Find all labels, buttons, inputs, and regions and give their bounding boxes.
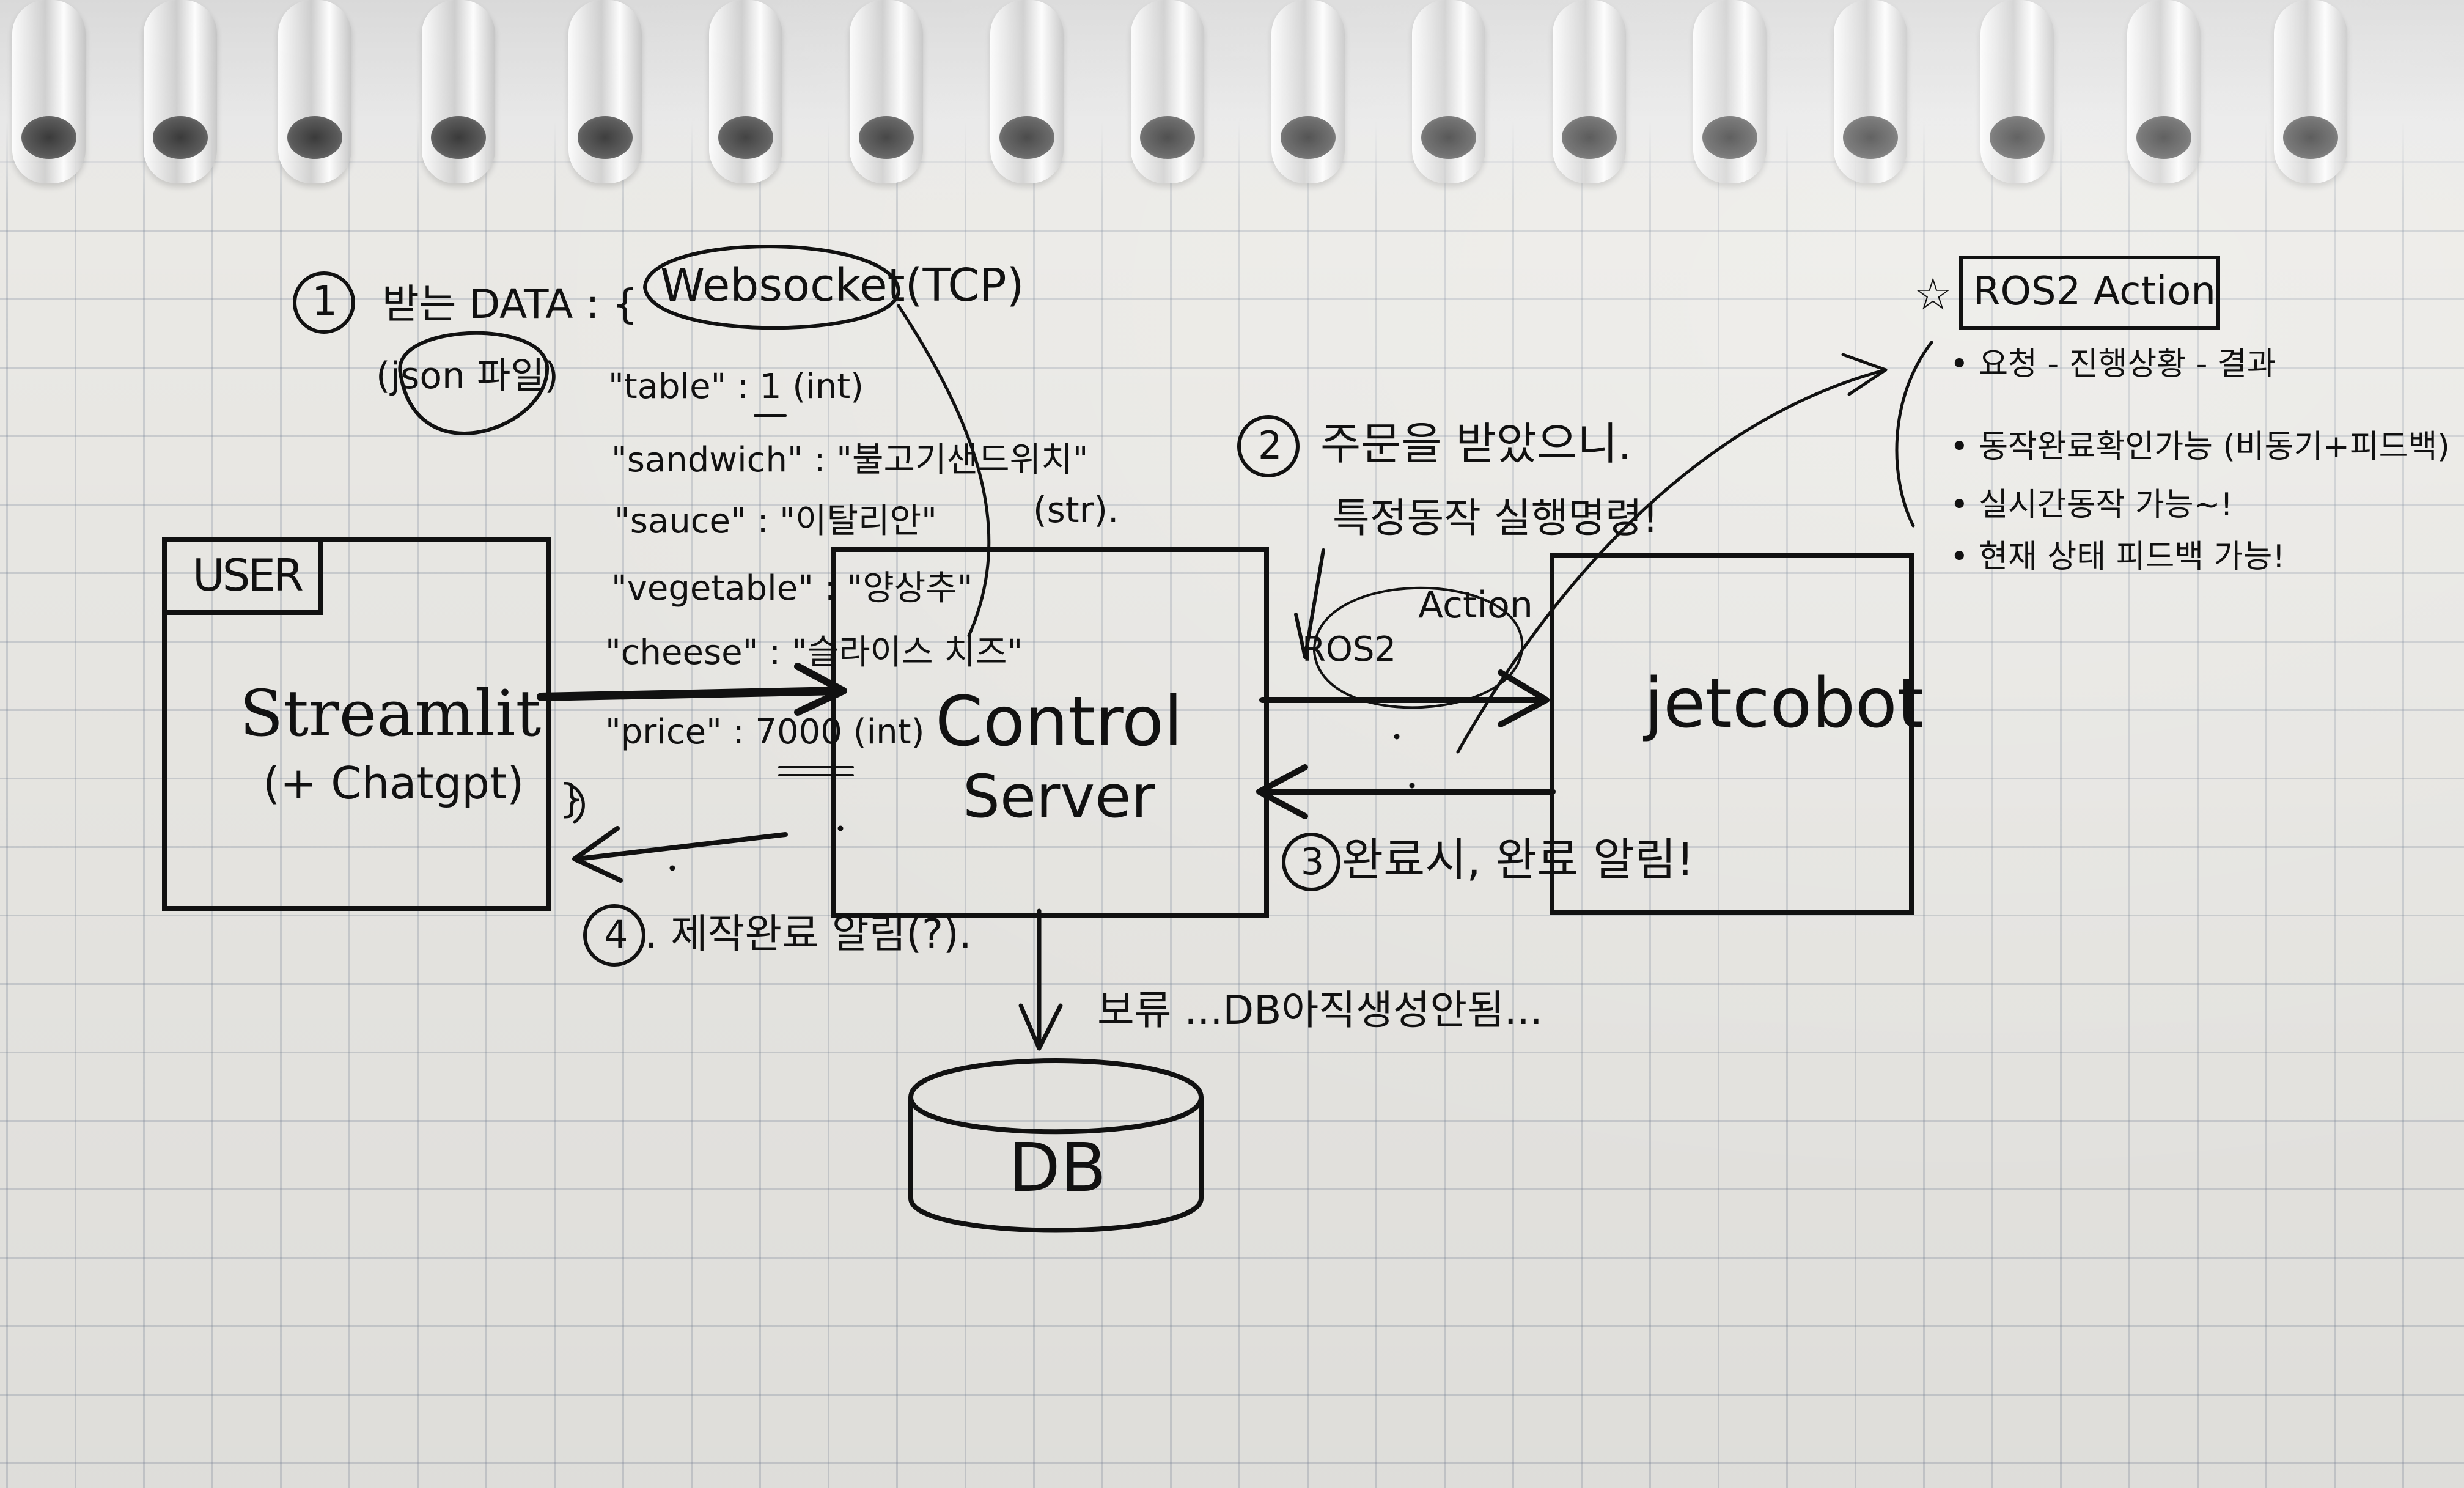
json-sep: : (769, 633, 781, 672)
control-label: Control (935, 682, 1183, 762)
dot (1394, 734, 1400, 740)
arrow-to-ros-panel-head (1841, 353, 1888, 396)
step1-number: 1 (312, 278, 337, 325)
control-server-box (831, 547, 1269, 918)
price-underline (778, 766, 854, 776)
json-key: "cheese" (605, 633, 759, 672)
json-value: 7000 (755, 712, 842, 752)
str-type-label: (str). (1033, 489, 1119, 531)
step2-label: 주문을 받았으니. (1320, 418, 1632, 470)
user-tag-box (162, 537, 323, 615)
ros-bullet: • 실시간동작 가능~! (1950, 489, 2233, 521)
json-sep: : (824, 569, 836, 608)
json-key: "sauce" (614, 501, 746, 541)
json-value: "이탈리안" (779, 501, 937, 541)
json-sep: : (814, 440, 826, 480)
step4-number: 4 (604, 912, 628, 957)
streamlit-label: Streamlit (240, 676, 542, 751)
arrow-server-to-db-head (1018, 1003, 1063, 1051)
step2-circle (1237, 415, 1300, 477)
json-field-sauce: "sauce" : "이탈리안" (614, 504, 937, 539)
db-top-ellipse (908, 1058, 1204, 1135)
websocket-circle (643, 245, 900, 330)
db-pending-note: 보류 ...DB아직생성안됨... (1097, 987, 1543, 1034)
step3-number: 3 (1301, 841, 1325, 883)
jetcobot-label: jetcobot (1644, 664, 1924, 743)
websocket-pointer (897, 304, 991, 638)
json-field-sandwich: "sandwich" : "불고기샌드위치" (611, 443, 1088, 477)
ros2-action-circle (1313, 586, 1524, 709)
json-circle (398, 331, 550, 435)
json-value: "불고기샌드위치" (836, 440, 1089, 480)
step4-circle (583, 904, 645, 967)
db-body (908, 1095, 1204, 1233)
json-sep: : (757, 501, 769, 541)
step3-label: 완료시, 완료 알림! (1342, 834, 1694, 886)
step2-sub-label: 특정동작 실행명령! (1333, 495, 1659, 542)
json-field-table: "table" : 1 (int) (608, 370, 864, 404)
ros-action-title-box (1959, 256, 2220, 330)
spiral-binding (0, 0, 2464, 202)
bullet-text: 요청 - 진행상황 - 결과 (1979, 346, 2276, 383)
json-type: (int) (792, 367, 864, 407)
jetcobot-box (1550, 553, 1914, 915)
json-sep: : (732, 712, 745, 752)
step2-number: 2 (1258, 423, 1282, 468)
star-icon: ☆ (1913, 268, 1953, 320)
dot (837, 825, 844, 831)
ros-bullet: • 현재 상태 피드백 가능! (1950, 541, 2285, 573)
json-key: "vegetable" (611, 569, 814, 608)
json-field-vegetable: "vegetable" : "양상추" (611, 572, 973, 606)
websocket-label: Websocket(TCP) (660, 259, 1024, 312)
json-format-label: (json 파일) (376, 355, 559, 397)
json-brace-close (570, 784, 585, 824)
arrow-server-to-robot-head (1498, 669, 1550, 727)
arrow-user-to-server-head (794, 663, 847, 716)
bullet-dot: • (1950, 429, 1969, 465)
bullet-text: 실시간동작 가능~! (1979, 487, 2234, 523)
server-label: Server (963, 762, 1155, 831)
action-label: Action (1418, 584, 1533, 627)
step1-circle (293, 271, 355, 334)
arrow-robot-to-server-head (1256, 764, 1308, 819)
json-value: 1 (759, 367, 782, 407)
user-tag: USER (193, 550, 304, 601)
json-field-price: "price" : 7000 (int) (605, 715, 924, 750)
json-close-brace: } (559, 776, 584, 822)
json-key: "sandwich" (611, 440, 803, 480)
arrow-server-to-user-head (572, 826, 623, 883)
bullet-text: 동작완료확인가능 (비동기+피드백) (1979, 429, 2450, 465)
ros-panel-bracket (1895, 341, 1933, 528)
arrow-user-to-server (537, 687, 845, 701)
dot (669, 865, 675, 871)
dot (1409, 783, 1415, 789)
json-sep: : (737, 367, 749, 407)
bullet-text: 현재 상태 피드백 가능! (1979, 539, 2286, 575)
step3-circle (1282, 833, 1340, 891)
json-key: "price" (605, 712, 722, 752)
bullet-dot: • (1950, 346, 1969, 383)
ros-bullet: • 동작완료확인가능 (비동기+피드백) (1950, 431, 2450, 463)
bullet-dot: • (1950, 487, 1969, 523)
json-field-cheese: "cheese" : "슬라이스 치즈" (605, 636, 1023, 670)
bullet-dot: • (1950, 539, 1969, 575)
chatgpt-label: (+ Chatgpt) (263, 757, 524, 809)
arrow-server-to-user (575, 832, 788, 861)
ros-bullet: • 요청 - 진행상황 - 결과 (1950, 348, 2276, 380)
json-type: (int) (853, 712, 925, 752)
json-value: "양상추" (847, 569, 973, 608)
arrow-to-ros-panel (1456, 368, 1888, 754)
json-value: "슬라이스 치즈" (791, 633, 1023, 672)
step1-label: 받는 DATA : { (382, 281, 638, 328)
db-label: DB (1009, 1129, 1107, 1207)
json-key: "table" (608, 367, 727, 407)
ros-action-title: ROS2 Action (1973, 269, 2216, 314)
arrow-step2-pointer (1294, 548, 1325, 659)
ros2-label: ROS2 (1302, 630, 1397, 669)
user-box (162, 537, 551, 911)
step4-label: . 제작완료 알림(?). (645, 910, 972, 957)
